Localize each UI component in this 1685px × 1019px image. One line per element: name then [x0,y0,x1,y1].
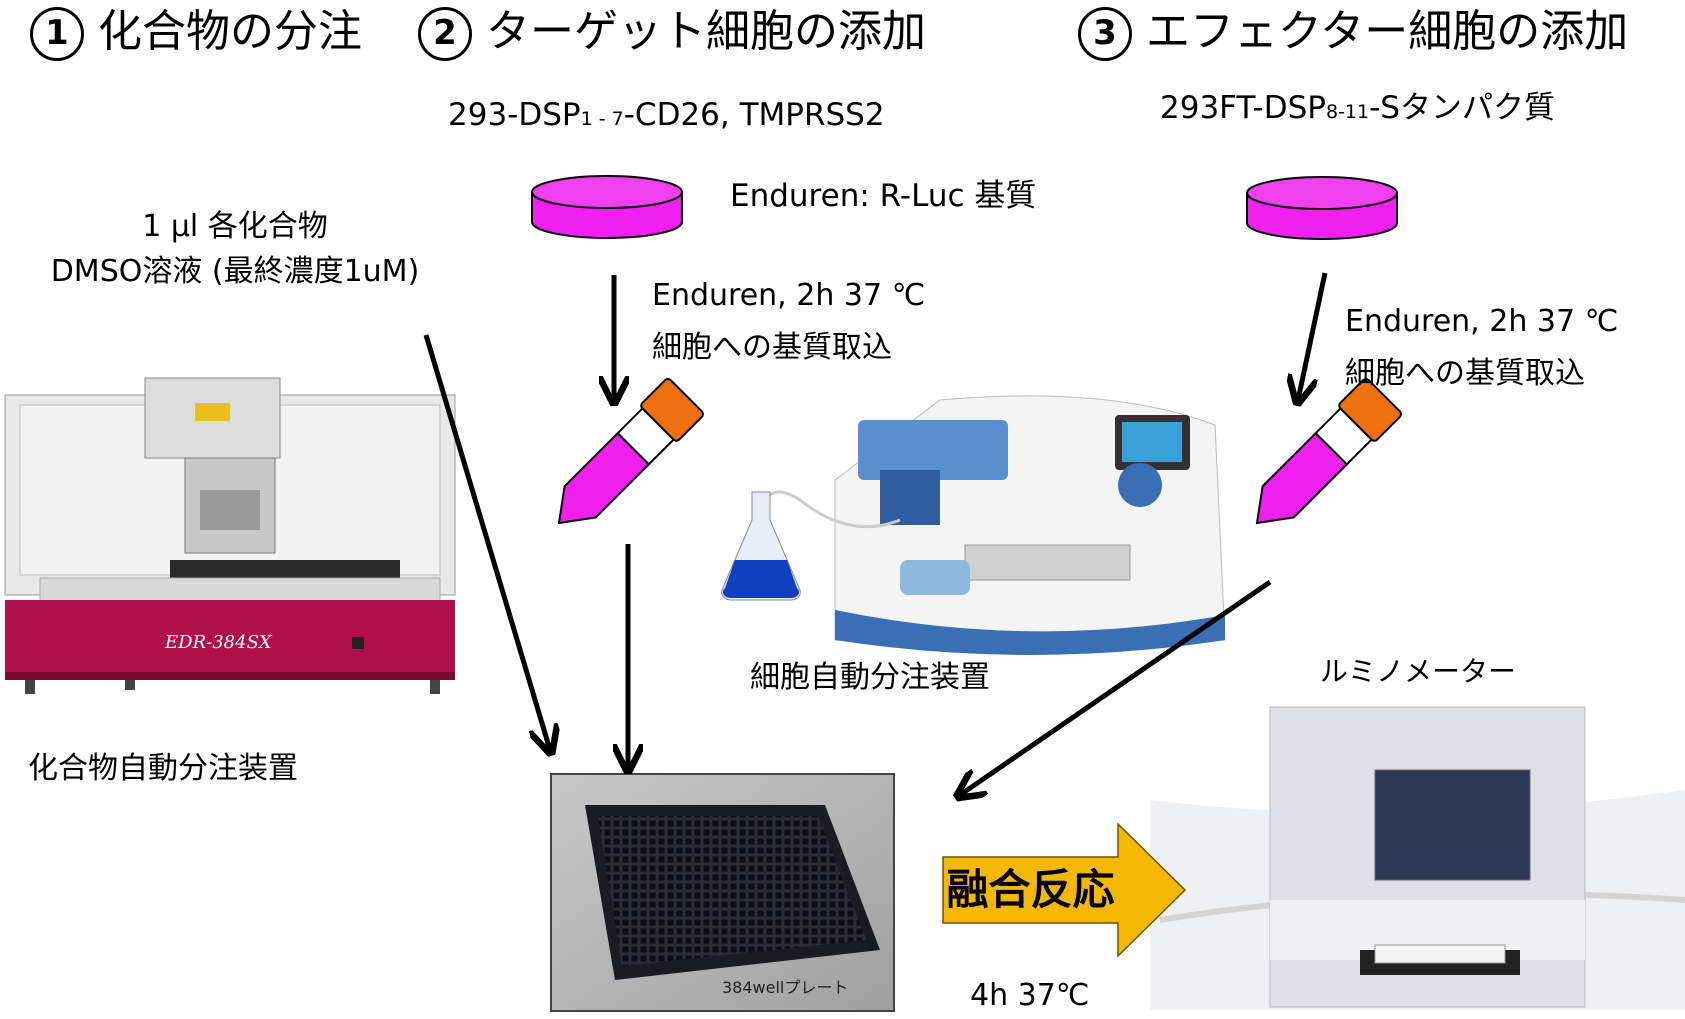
target-culture-dish [531,175,683,239]
effector-incubation-arrow [1298,272,1328,400]
effector-incubation-line-2: 細胞への基質取込 [1345,356,1585,391]
compound-line-2: DMSO溶液 (最終濃度1uM) [50,254,420,289]
fusion-arrow [942,822,1187,958]
fusion-condition: 4h 37℃ [970,978,1090,1013]
effector-cell-line: 293FT-DSP8-11-Sタンパク質 [1160,90,1555,126]
plate-label: 384wellプレート [722,978,849,997]
effector-cell-tube [1255,378,1402,525]
step-3-number: 3 [1078,7,1132,61]
target-incubation-line-1: Enduren, 2h 37 ℃ [652,278,926,313]
fusion-label: 融合反応 [946,865,1115,914]
luminometer-image [1150,706,1685,1010]
target-cell-subscript: 1 - 7 [580,108,624,130]
cell-dispenser-label: 細胞自動分注装置 [750,660,990,695]
step-2-number: 2 [418,7,472,61]
compound-arrow [423,334,550,750]
target-incubation-line-2: 細胞への基質取込 [652,330,892,365]
effector-culture-dish [1246,176,1398,240]
step-2-label: ターゲット細胞の添加 [486,6,926,57]
target-cell-line: 293-DSP1 - 7-CD26, TMPRSS2 [448,97,885,133]
plate-photo [550,773,895,1012]
step-1-number: 1 [30,7,84,61]
step-3-heading: 3 エフェクター細胞の添加 [1078,6,1628,61]
compound-dispenser-label: 化合物自動分注装置 [28,751,298,786]
effector-incubation-line-1: Enduren, 2h 37 ℃ [1345,304,1619,339]
step-1-heading: 1 化合物の分注 [30,6,362,61]
substrate-label: Enduren: R-Luc 基質 [730,178,1037,214]
target-cell-tube [557,378,704,525]
step-1-label: 化合物の分注 [98,6,362,57]
cell-dispenser-image [721,395,1226,655]
effector-cell-subscript: 8-11 [1325,101,1370,123]
model-label: EDR-384SX [164,632,273,653]
compound-line-1: 1 μl 各化合物 [142,209,328,244]
step-3-label: エフェクター細胞の添加 [1146,6,1629,57]
luminometer-label: ルミノメーター [1320,655,1517,688]
compound-dispenser-image: EDR-384SX [4,377,456,694]
effector-to-plate-arrow [960,579,1272,795]
flow-arrows [423,272,1328,795]
step-2-heading: 2 ターゲット細胞の添加 [418,6,926,61]
